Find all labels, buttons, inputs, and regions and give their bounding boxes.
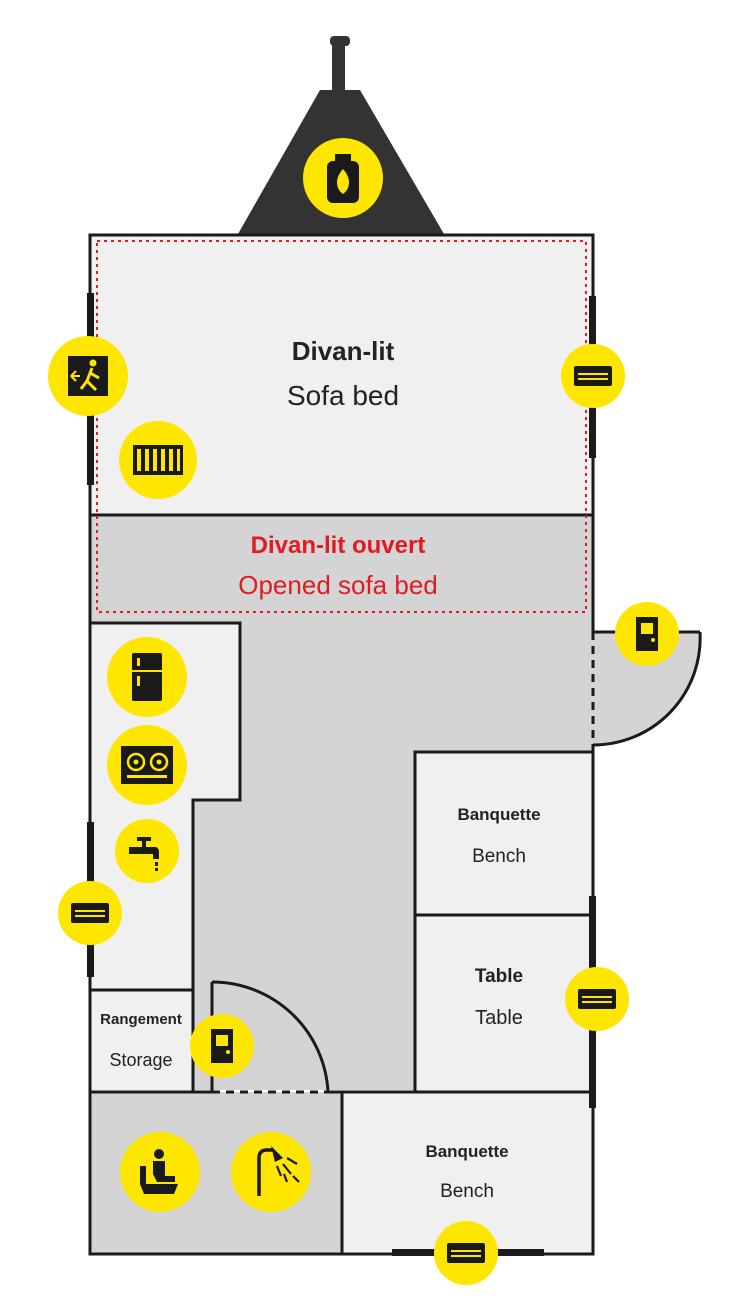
- faucet-icon: [115, 819, 179, 883]
- table-label-fr: Table: [475, 966, 523, 987]
- kitchen-counter: [90, 623, 240, 990]
- bench-lower-label-en: Bench: [440, 1181, 494, 1202]
- hitch-compartment: [238, 42, 444, 234]
- shower-icon: [231, 1132, 311, 1212]
- door-icon: [190, 1014, 254, 1078]
- opened-sofa-bed-outline: [96, 240, 587, 613]
- window-icon: [565, 967, 629, 1031]
- radiator-icon: [119, 421, 197, 499]
- window-icon: [58, 881, 122, 945]
- stove-icon: [107, 725, 187, 805]
- toilet-icon: [120, 1132, 200, 1212]
- door-icon: [615, 602, 679, 666]
- window-icon: [434, 1221, 498, 1285]
- table-label-en: Table: [475, 1007, 523, 1029]
- bench-upper-area: [415, 752, 593, 915]
- opened-sofa-bed-label-en: Opened sofa bed: [238, 570, 438, 600]
- table-area: [415, 915, 593, 1092]
- window-icon: [561, 344, 625, 408]
- opened-sofa-bed-area: [90, 515, 593, 615]
- bench-upper-label-en: Bench: [472, 846, 526, 867]
- storage-area: [90, 990, 193, 1090]
- storage-label-fr: Rangement: [100, 1011, 182, 1028]
- fridge-icon: [107, 637, 187, 717]
- emergency-exit-icon: [48, 336, 128, 416]
- bench-upper-label-fr: Banquette: [457, 805, 540, 824]
- opened-sofa-bed-label-fr: Divan-lit ouvert: [251, 532, 426, 559]
- sofa-bed-label-en: Sofa bed: [287, 380, 399, 411]
- sofa-bed-label-fr: Divan-lit: [292, 336, 395, 366]
- storage-label-en: Storage: [109, 1050, 172, 1070]
- entry-door-swing: [593, 632, 701, 746]
- bench-lower-label-fr: Banquette: [425, 1142, 508, 1161]
- gas-bottle-icon: [303, 138, 383, 218]
